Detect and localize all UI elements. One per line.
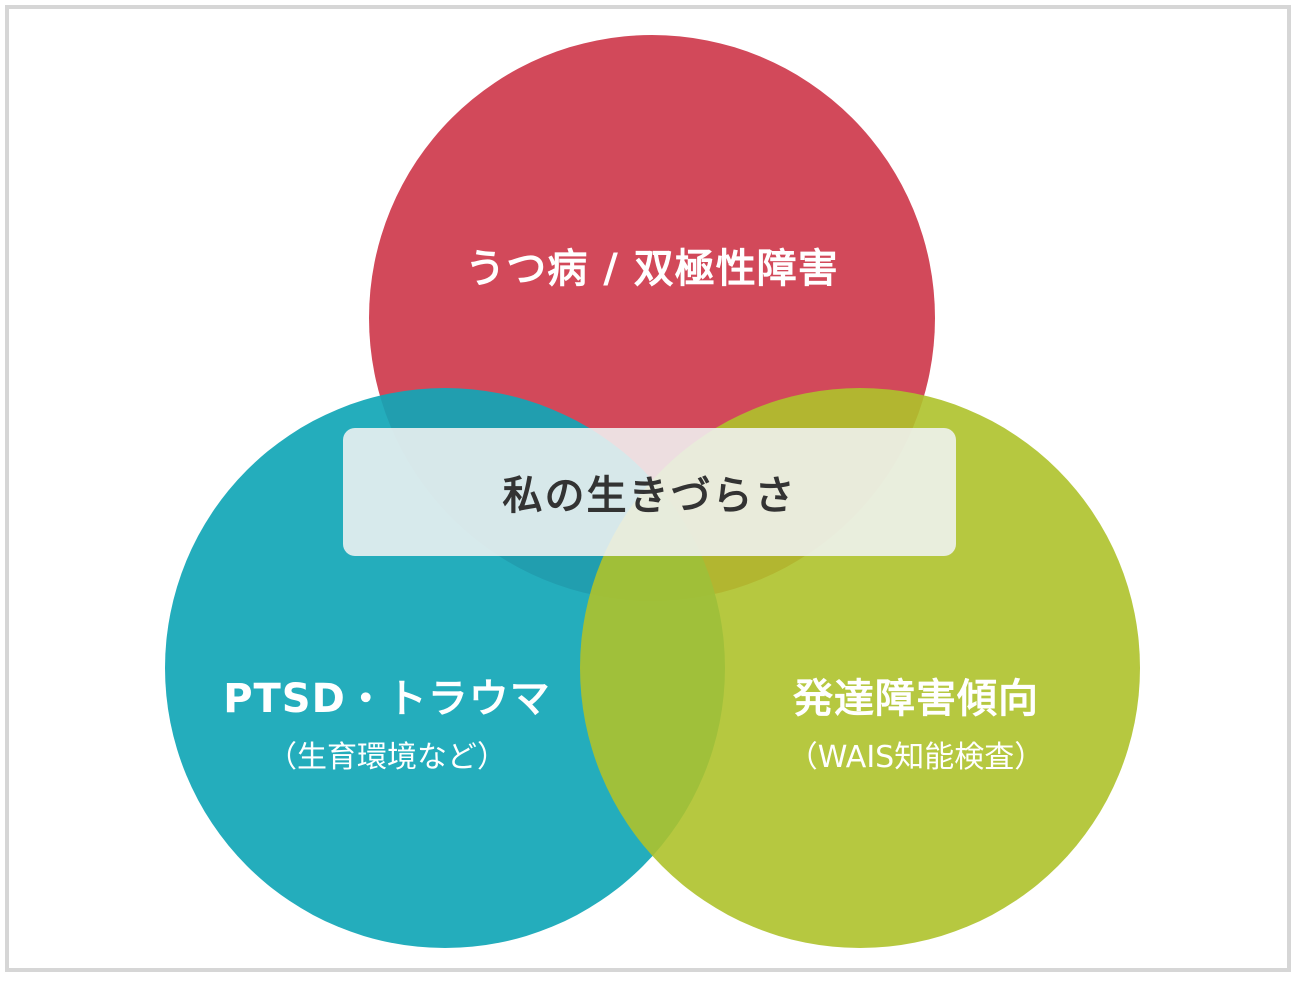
developmental-label: 発達障害傾向 (793, 676, 1039, 722)
ptsd-sublabel: （生育環境など） (267, 740, 507, 775)
center-label-box: 私の生きづらさ (343, 428, 956, 556)
depression-label: うつ病 / 双極性障害 (465, 246, 839, 292)
developmental-sublabel: （WAIS知能検査） (787, 740, 1045, 775)
center-label: 私の生きづらさ (502, 473, 797, 519)
ptsd-label: PTSD・トラウマ (223, 676, 551, 722)
